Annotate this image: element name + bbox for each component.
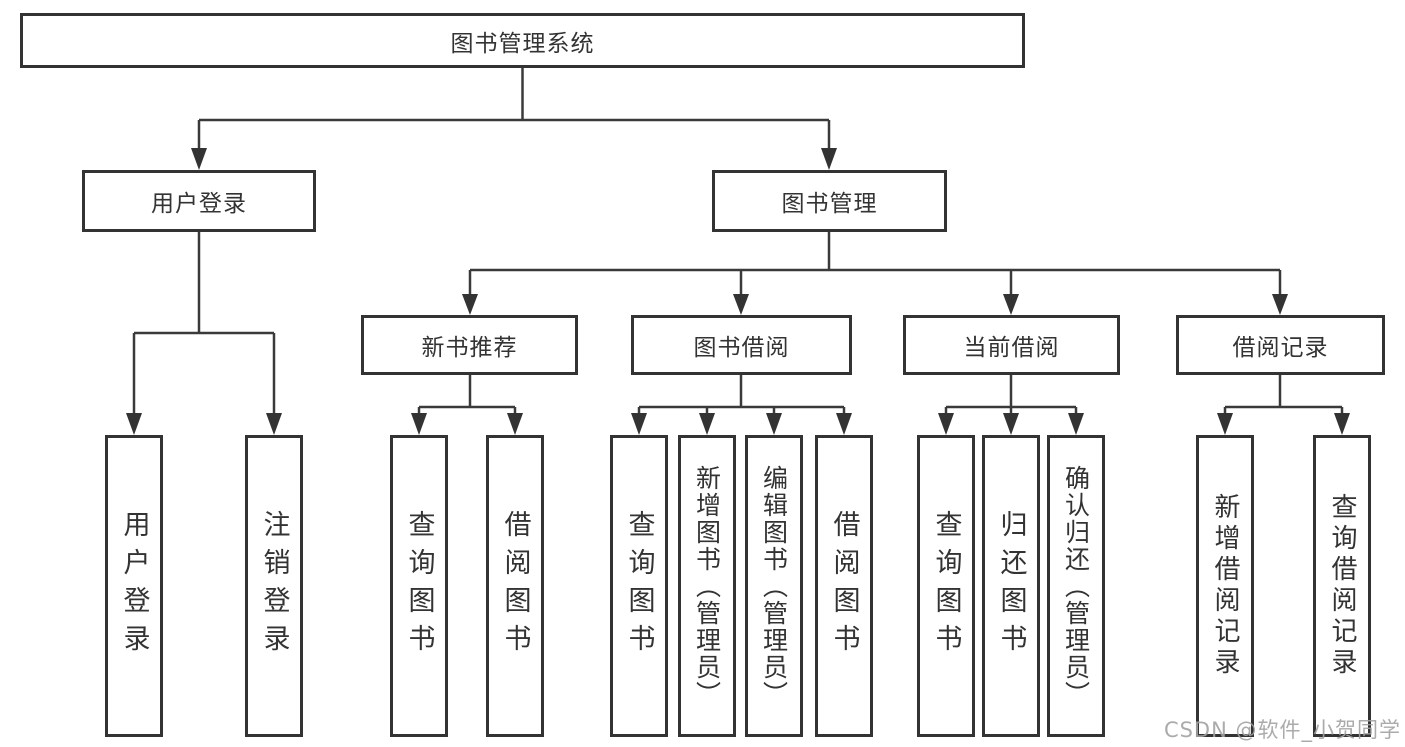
csdn-watermark: CSDN @软件_小贺同学 — [1163, 718, 1401, 742]
connector-new-book-recommend-to-children — [411, 375, 523, 435]
leaf-query-borrow-record: 查询借阅记录 — [1313, 435, 1371, 737]
leaf-add-books-admin: 新增图书（管理员） — [678, 435, 736, 737]
leaf-borrow-books-recommend: 借阅图书 — [486, 435, 544, 737]
leaf-confirm-return-admin-label: 确认归还（管理员） — [1061, 464, 1091, 708]
connector-book-borrowing-to-children — [631, 375, 852, 435]
leaf-query-books-recommend: 查询图书 — [390, 435, 448, 737]
leaf-query-borrow-record-label: 查询借阅记录 — [1327, 493, 1357, 679]
connector-root-to-level1 — [191, 68, 837, 170]
connector-current-borrowing-to-children — [938, 375, 1084, 435]
leaf-borrow-books-borrowing: 借阅图书 — [815, 435, 873, 737]
leaf-query-books-recommend-label: 查询图书 — [403, 510, 435, 662]
node-current-borrowing: 当前借阅 — [903, 315, 1120, 375]
connector-borrowing-records-to-children — [1217, 375, 1350, 435]
leaf-return-books: 归还图书 — [982, 435, 1040, 737]
leaf-logout-label: 注销登录 — [258, 510, 290, 662]
leaf-query-books-current-label: 查询图书 — [930, 510, 962, 662]
node-library-system: 图书管理系统 — [20, 13, 1025, 68]
node-borrowing-records: 借阅记录 — [1176, 315, 1385, 375]
leaf-confirm-return-admin: 确认归还（管理员） — [1047, 435, 1105, 737]
leaf-add-borrow-record-label: 新增借阅记录 — [1210, 493, 1240, 679]
leaf-add-books-admin-label: 新增图书（管理员） — [692, 464, 722, 708]
leaf-user-login-label: 用户登录 — [118, 510, 150, 662]
leaf-borrow-books-recommend-label: 借阅图书 — [499, 510, 531, 662]
node-book-management: 图书管理 — [712, 170, 947, 232]
connector-book-management-to-level2 — [462, 232, 1288, 315]
leaf-query-books-borrowing: 查询图书 — [610, 435, 668, 737]
leaf-user-login: 用户登录 — [105, 435, 163, 737]
connector-user-login-to-children — [126, 232, 282, 435]
leaf-add-borrow-record: 新增借阅记录 — [1196, 435, 1254, 737]
node-new-book-recommend: 新书推荐 — [361, 315, 578, 375]
leaf-edit-books-admin-label: 编辑图书（管理员） — [759, 464, 789, 708]
leaf-return-books-label: 归还图书 — [995, 510, 1027, 662]
node-book-borrowing: 图书借阅 — [631, 315, 852, 375]
leaf-borrow-books-borrowing-label: 借阅图书 — [828, 510, 860, 662]
leaf-query-books-borrowing-label: 查询图书 — [623, 510, 655, 662]
node-user-login: 用户登录 — [82, 170, 316, 232]
leaf-logout: 注销登录 — [245, 435, 303, 737]
leaf-edit-books-admin: 编辑图书（管理员） — [745, 435, 803, 737]
leaf-query-books-current: 查询图书 — [917, 435, 975, 737]
